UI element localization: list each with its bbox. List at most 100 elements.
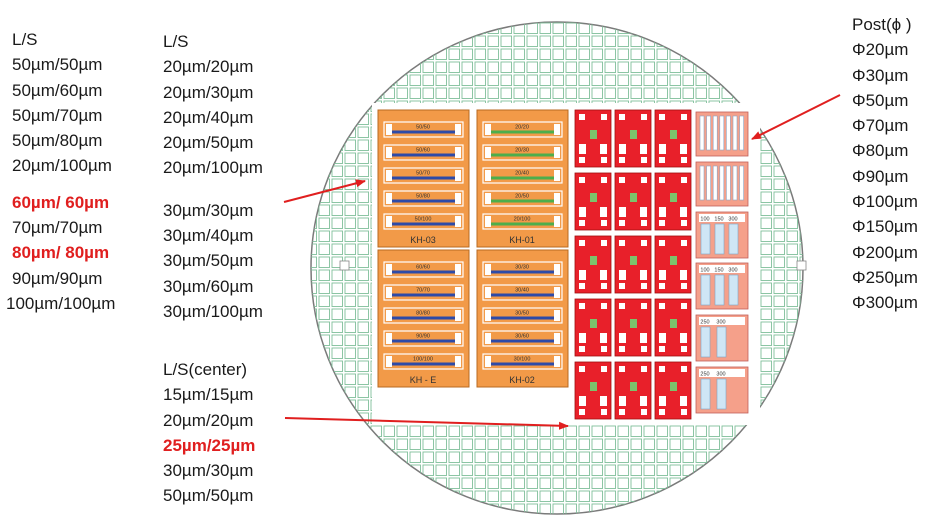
alignment-mark-right [796,260,807,271]
post-item: Φ250µm [852,267,918,287]
left-heading: L/S [12,30,38,49]
pad [659,240,665,246]
pad [681,114,687,120]
pad [681,177,687,183]
line-label: 90/90 [416,334,430,340]
post-stripe [706,165,711,201]
post-item: Φ80µm [852,141,909,161]
pad [640,207,647,217]
arrow-to-post-blocks [751,94,841,140]
pad [659,396,666,406]
pad [485,333,491,344]
center-pad-cell [574,361,612,420]
pad [579,366,585,372]
pad [619,270,626,280]
pad [659,207,666,217]
pad [681,303,687,309]
center-pad-cell [614,361,652,420]
center-mark [590,319,597,328]
post-item: Φ50µm [852,90,909,110]
pad [659,366,665,372]
pad [579,157,585,163]
line-label: 80/80 [416,311,430,317]
line-label: 30/40 [515,288,529,294]
pad [554,333,560,344]
pad-frame [383,167,464,184]
pad [680,207,687,217]
pad [455,147,461,158]
post-stripe [719,165,725,201]
pad [455,216,461,227]
pad [641,346,647,352]
pad-frame [482,353,563,370]
post-pad [714,274,725,306]
arrow-to-line-space-blocks [283,179,366,203]
post-pad-label: 150 [714,217,723,223]
line-label: 50/80 [416,194,430,200]
post-stripe [726,165,731,201]
post-item: Φ200µm [852,242,918,262]
pad [386,264,392,275]
left-item: 100µm/100µm [6,293,116,313]
pad-frame [482,144,563,161]
pad-frame [482,213,563,230]
arrow-to-center-pads [284,417,569,430]
pad [600,207,607,217]
pad [681,157,687,163]
pad [485,310,491,321]
middle-item: 20µm/100µm [163,158,263,178]
post-pad-block: 250 300 [695,314,749,362]
center-mark [670,256,677,265]
pad-frame [482,167,563,184]
pad [619,207,626,217]
center-pad-cell [574,298,612,357]
post-pad [714,223,725,255]
pad [485,264,491,275]
pad [641,240,647,246]
pad [641,283,647,289]
line-label: 20/100 [514,217,531,223]
center-mark [630,319,637,328]
block-label: KH-01 [509,235,535,245]
pad-frame [482,330,563,347]
post-stripe [699,115,705,151]
pad [386,147,392,158]
line-label: 30/30 [515,265,529,271]
line-label: 20/50 [515,194,529,200]
post-item: Φ300µm [852,293,918,313]
left-item: 50µm/70µm [12,105,103,125]
pad [641,157,647,163]
center-pad-cell [654,298,692,357]
pad-frame [383,144,464,161]
post-pad-label: 250 [700,320,709,326]
pad [386,216,392,227]
center-mark [590,193,597,202]
pad-frame [482,121,563,138]
post-item: Φ100µm [852,192,918,212]
post-pad [716,326,727,358]
post-pad-label: 300 [716,320,725,326]
center-pad-cell [574,172,612,231]
pad [455,287,461,298]
post-stripe [739,165,744,201]
pad [619,366,625,372]
pad [579,270,586,280]
line-label: 20/20 [515,125,529,131]
pad [640,396,647,406]
left-item: 70µm/70µm [12,218,103,238]
middle-item: 20µm/50µm [163,133,254,153]
pad [455,193,461,204]
post-pad [700,274,711,306]
post-stripe [719,115,725,151]
pad [455,310,461,321]
pad [601,366,607,372]
center-mark [630,382,637,391]
line-label: 20/40 [515,171,529,177]
pad [485,216,491,227]
middle-item: 30µm/100µm [163,301,263,321]
pad [554,147,560,158]
pad [386,193,392,204]
